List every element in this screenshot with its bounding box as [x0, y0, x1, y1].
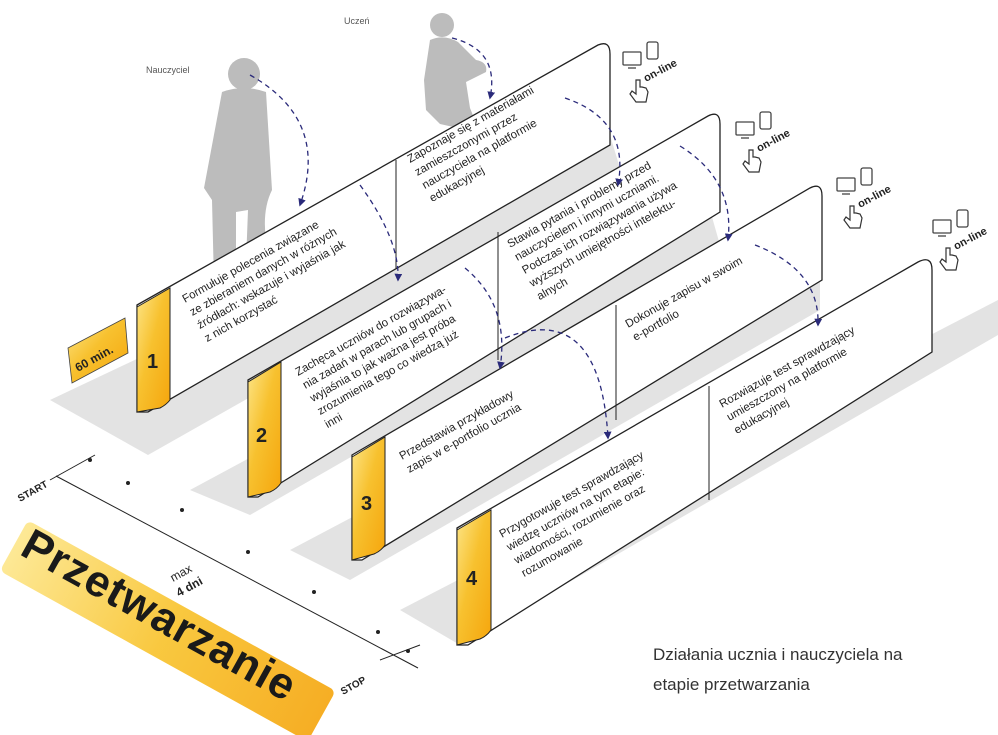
- flow-arrow: [464, 267, 505, 370]
- stage-title: Przetwarzanie: [1, 520, 334, 735]
- step-panel-4: 4 Przygotowuje test sprawdzający wiedzę …: [456, 259, 933, 646]
- online-group-4: on-line: [932, 209, 989, 271]
- step-number-tab: [351, 436, 386, 561]
- tablet-icon: [646, 41, 659, 60]
- monitor-icon: [836, 177, 856, 192]
- tablet-icon: [759, 111, 772, 130]
- online-group-3: on-line: [836, 167, 893, 229]
- flow-arrow: [504, 329, 612, 440]
- caption-line: etapie przetwarzania: [653, 675, 810, 694]
- step-number: 1: [147, 351, 158, 373]
- flow-arrow: [249, 74, 309, 207]
- step-number: 4: [466, 568, 478, 590]
- online-group-2: on-line: [735, 111, 792, 173]
- online-label: on-line: [856, 183, 893, 211]
- timeline-start-label: START: [16, 479, 50, 504]
- step-number-tab: [247, 361, 282, 498]
- panel-outline: [456, 259, 933, 646]
- online-group-1: on-line: [622, 41, 679, 103]
- teacher-label: Nauczyciel: [146, 65, 190, 75]
- flow-arrow: [564, 97, 623, 187]
- flow-arrows: [249, 37, 823, 440]
- monitor-icon: [735, 121, 755, 136]
- step-panel-3: 3 Przedstawia przykładowy zapis w e-port…: [351, 185, 823, 561]
- hand-cursor-icon: [742, 149, 762, 173]
- monitor-icon: [622, 51, 642, 66]
- step-number-tab: [136, 287, 171, 413]
- figure-caption: Działania ucznia i nauczyciela na etapie…: [653, 640, 998, 700]
- step-number: 3: [361, 493, 372, 515]
- flow-arrow: [754, 244, 823, 327]
- panel-outline: [351, 185, 823, 561]
- student-label: Uczeń: [344, 16, 370, 26]
- panel-outline: [136, 43, 611, 413]
- panel-outline: [247, 113, 721, 498]
- hand-cursor-icon: [629, 79, 649, 103]
- online-label: on-line: [642, 57, 679, 85]
- teacher-silhouette: [204, 58, 272, 284]
- stage-title-text: Przetwarzanie: [14, 520, 306, 711]
- monitor-icon: [932, 219, 952, 234]
- step-number-tab: [456, 509, 492, 646]
- flow-arrow: [679, 145, 733, 242]
- hand-cursor-icon: [843, 205, 863, 229]
- step-number: 2: [256, 425, 267, 447]
- online-label: on-line: [952, 225, 989, 253]
- tablet-icon: [860, 167, 873, 186]
- caption-line: Działania ucznia i nauczyciela na: [653, 645, 903, 664]
- online-label: on-line: [755, 127, 792, 155]
- flow-arrow: [451, 37, 496, 100]
- flow-arrow: [359, 184, 403, 282]
- timeline-stop-label: STOP: [339, 675, 368, 698]
- hand-cursor-icon: [939, 247, 959, 271]
- tablet-icon: [956, 209, 969, 228]
